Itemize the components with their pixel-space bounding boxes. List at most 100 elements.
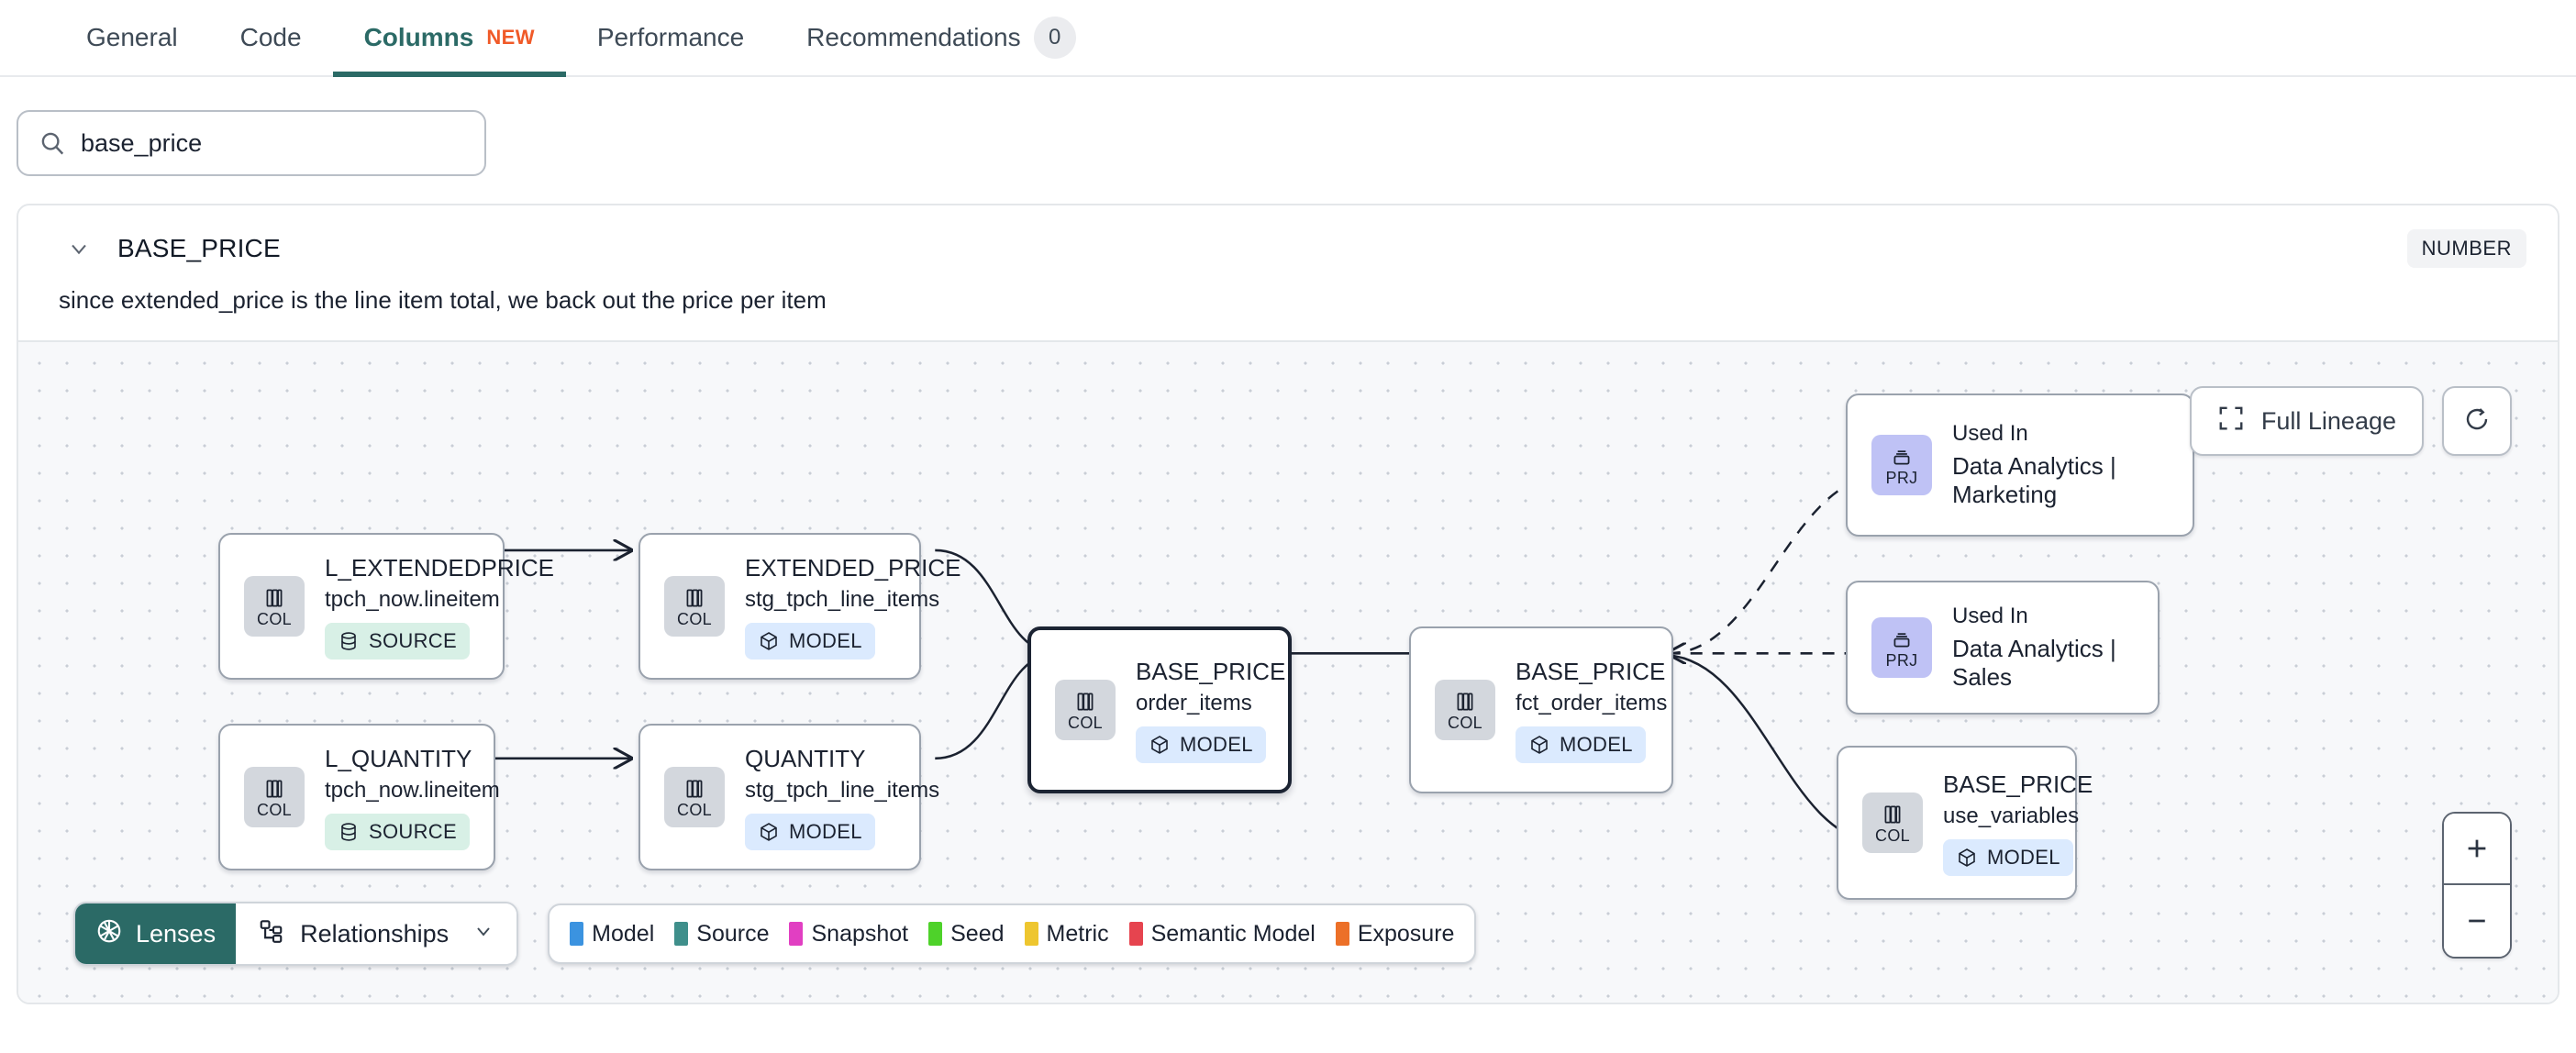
column-icon-label: COL	[1875, 826, 1910, 845]
lineage-node-base-price-use-variables[interactable]: COL BASE_PRICE use_variables MODEL	[1837, 746, 2093, 900]
lineage-node-l-extendedprice[interactable]: COL L_EXTENDEDPRICE tpch_now.lineitem SO…	[218, 533, 554, 680]
lineage-canvas[interactable]: COL L_EXTENDEDPRICE tpch_now.lineitem SO…	[18, 340, 2558, 1003]
zoom-in-button[interactable]	[2444, 814, 2510, 885]
node-title: Data Analytics | Marketing	[1952, 452, 2116, 508]
zoom-out-button[interactable]	[2444, 885, 2510, 957]
legend-item-exposure: Exposure	[1335, 920, 1455, 948]
full-lineage-label: Full Lineage	[2260, 406, 2396, 435]
full-lineage-button[interactable]: Full Lineage	[2189, 386, 2424, 456]
column-description: since extended_price is the line item to…	[59, 286, 827, 314]
node-body: L_EXTENDEDPRICE tpch_now.lineitem SOURCE	[325, 554, 554, 660]
lineage-node-extended-price[interactable]: COL EXTENDED_PRICE stg_tpch_line_items M…	[638, 533, 961, 680]
column-icon-label: COL	[257, 800, 292, 819]
minus-icon	[2469, 919, 2485, 923]
column-icon-label: COL	[257, 609, 292, 628]
column-icon-label: COL	[1068, 713, 1103, 732]
legend-swatch	[674, 922, 689, 946]
legend-item-snapshot: Snapshot	[789, 921, 908, 948]
node-type-pill: MODEL	[745, 813, 875, 850]
tab-label: Recommendations	[806, 23, 1021, 51]
node-body: BASE_PRICE use_variables MODEL	[1943, 770, 2093, 876]
node-type-pill-label: MODEL	[789, 819, 862, 843]
node-type-pill-label: MODEL	[1180, 732, 1253, 756]
legend-item-model: Model	[570, 921, 654, 948]
node-body: QUANTITY stg_tpch_line_items MODEL	[745, 745, 939, 850]
node-type-pill-label: SOURCE	[369, 628, 457, 652]
recommendations-count-badge: 0	[1033, 17, 1076, 59]
column-name: BASE_PRICE	[117, 234, 281, 262]
tab-label: Code	[239, 23, 302, 51]
legend-swatch	[1335, 922, 1349, 946]
lineage-node-quantity[interactable]: COL QUANTITY stg_tpch_line_items MODEL	[638, 724, 939, 870]
lineage-node-l-quantity[interactable]: COL L_QUANTITY tpch_now.lineitem SOURCE	[218, 724, 500, 870]
expand-icon	[2217, 405, 2245, 438]
lineage-node-project-marketing[interactable]: PRJ Used In Data Analytics | Marketing	[1846, 393, 2194, 537]
cube-icon	[1151, 735, 1168, 754]
tab-code[interactable]: Code	[209, 0, 333, 75]
lineage-node-base-price-order-items[interactable]: COL BASE_PRICE order_items MODEL	[1027, 626, 1292, 793]
cube-icon	[1959, 848, 1975, 867]
node-title: Data Analytics | Sales	[1952, 635, 2116, 691]
node-subtitle: use_variables	[1943, 803, 2080, 828]
legend-item-semantic-model: Semantic Model	[1128, 921, 1316, 948]
refresh-button[interactable]	[2442, 386, 2512, 456]
lineage-node-project-sales[interactable]: PRJ Used In Data Analytics | Sales	[1846, 581, 2160, 715]
column-icon: COL	[244, 767, 305, 827]
project-icon: PRJ	[1871, 435, 1932, 495]
column-type-badge: NUMBER	[2406, 229, 2526, 268]
relationships-dropdown[interactable]: Relationships	[236, 903, 517, 964]
node-subtitle: stg_tpch_line_items	[745, 586, 940, 612]
lineage-node-base-price-fct-order-items[interactable]: COL BASE_PRICE fct_order_items MODEL	[1409, 626, 1673, 793]
node-body: BASE_PRICE fct_order_items MODEL	[1516, 658, 1667, 763]
node-type-pill: SOURCE	[325, 622, 470, 660]
project-icon: PRJ	[1871, 617, 1932, 678]
database-icon	[341, 631, 356, 650]
legend-swatch	[928, 922, 943, 946]
legend-item-seed: Seed	[928, 920, 1005, 948]
cube-icon	[1531, 735, 1548, 754]
node-title: BASE_PRICE	[1943, 770, 2093, 798]
node-title: QUANTITY	[745, 744, 866, 772]
column-icon: COL	[1055, 680, 1116, 740]
node-subtitle: order_items	[1136, 690, 1252, 715]
lenses-button[interactable]: Lenses	[75, 903, 237, 964]
column-icon: COL	[244, 576, 305, 637]
node-body: BASE_PRICE order_items MODEL	[1136, 658, 1285, 763]
column-icon: COL	[664, 576, 725, 637]
legend-label: Model	[592, 920, 655, 947]
tab-label: General	[86, 23, 178, 51]
legend-label: Source	[696, 920, 770, 947]
column-header[interactable]: BASE_PRICE NUMBER	[18, 205, 2558, 277]
node-subtitle: tpch_now.lineitem	[325, 777, 500, 803]
tab-performance[interactable]: Performance	[566, 0, 775, 75]
tab-recommendations[interactable]: Recommendations 0	[775, 0, 1106, 75]
column-icon: COL	[664, 767, 725, 827]
node-title: L_QUANTITY	[325, 744, 472, 772]
search-input[interactable]: base_price	[17, 110, 486, 176]
node-type-pill: SOURCE	[325, 813, 470, 850]
chevron-down-icon[interactable]	[66, 236, 92, 261]
search-icon	[39, 129, 66, 157]
node-type-pill-label: MODEL	[1987, 845, 2060, 869]
legend-label: Metric	[1046, 920, 1109, 947]
legend-label: Seed	[950, 920, 1005, 947]
column-icon: COL	[1435, 680, 1495, 740]
node-body: EXTENDED_PRICE stg_tpch_line_items MODEL	[745, 554, 961, 660]
relationships-label: Relationships	[300, 919, 450, 948]
database-icon	[341, 822, 356, 841]
lineage-legend: Model Source Snapshot Seed Metric	[548, 903, 1477, 964]
node-title: BASE_PRICE	[1136, 657, 1286, 685]
tab-columns[interactable]: Columns NEW	[332, 0, 567, 77]
legend-swatch	[570, 922, 584, 946]
node-title: EXTENDED_PRICE	[745, 553, 961, 582]
legend-swatch	[1128, 922, 1143, 946]
node-type-pill-label: MODEL	[1560, 732, 1633, 756]
search-area: base_price	[0, 77, 2576, 176]
legend-label: Exposure	[1357, 920, 1455, 947]
project-icon-label: PRJ	[1885, 650, 1918, 670]
node-subtitle: tpch_now.lineitem	[325, 586, 500, 612]
node-kicker: Used In	[1952, 421, 2028, 446]
node-subtitle: fct_order_items	[1516, 690, 1668, 715]
aperture-icon	[95, 917, 123, 951]
tab-general[interactable]: General	[55, 0, 209, 75]
